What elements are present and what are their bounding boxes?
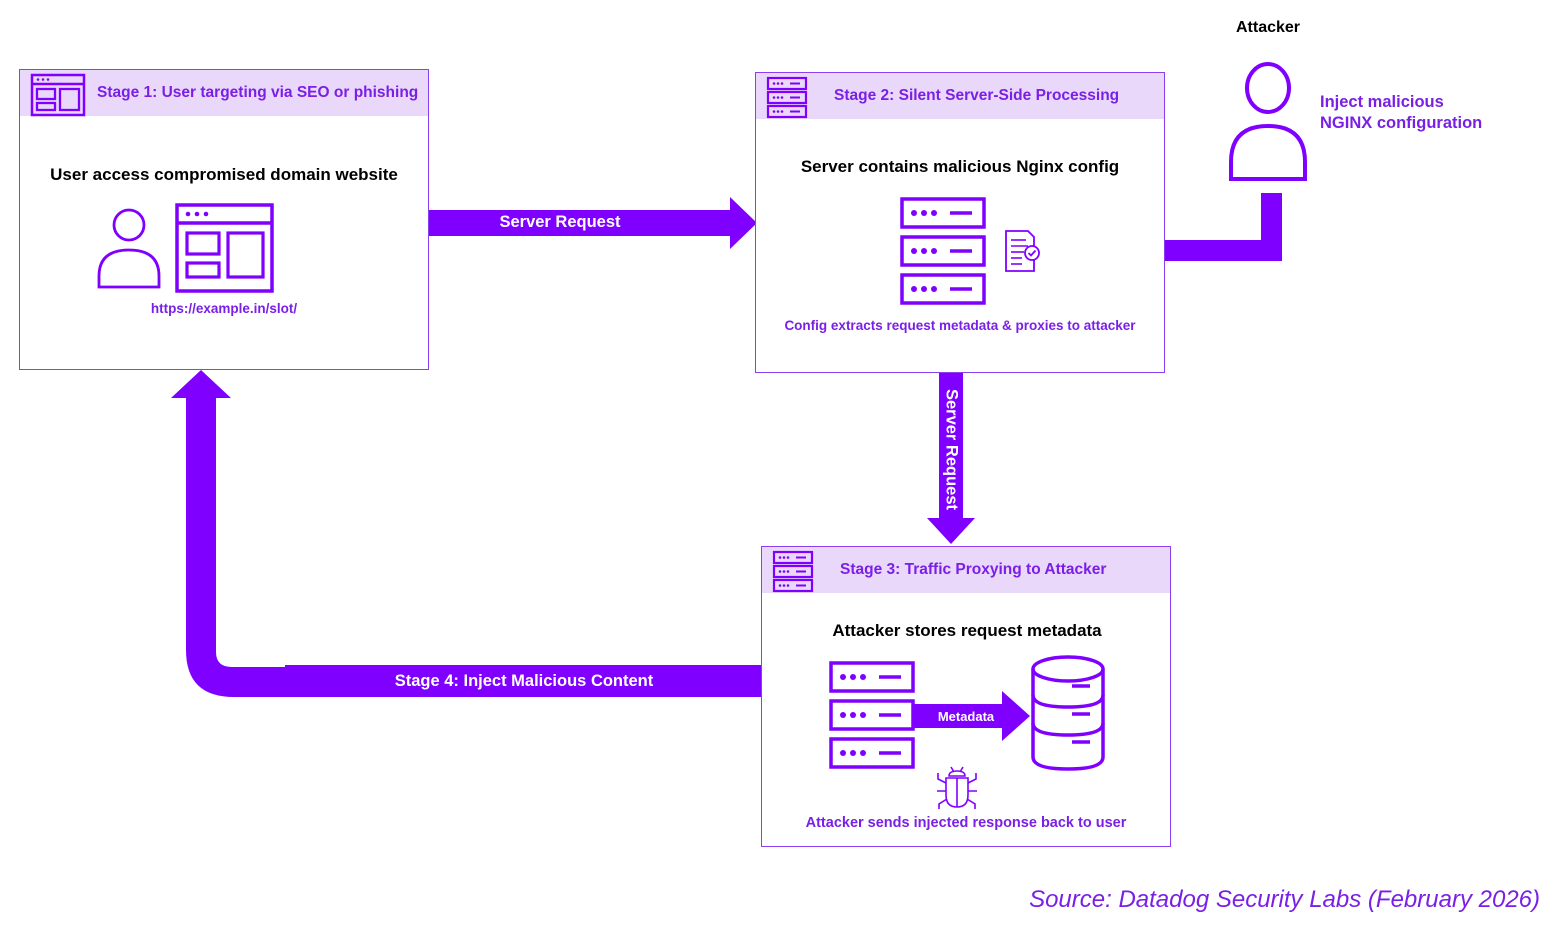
stage2-title: Stage 2: Silent Server-Side Processing	[834, 87, 1120, 104]
server-request-down-arrow	[927, 366, 975, 544]
stage2-caption: Config extracts request metadata & proxi…	[784, 318, 1136, 333]
server-request-arrow	[378, 197, 757, 249]
stage4-label: Stage 4: Inject Malicious Content	[394, 672, 654, 690]
metadata-arrow	[914, 691, 1030, 741]
stage4-return-arrow	[171, 370, 762, 697]
attacker-action-line1: Inject malicious	[1320, 93, 1444, 111]
user-icon	[97, 208, 161, 289]
attacker-server-icon	[829, 661, 915, 769]
server-rack-icon	[772, 550, 814, 593]
stage3-header	[762, 547, 1170, 593]
attacker-user-icon	[1229, 62, 1307, 181]
server-rack-icon	[766, 76, 808, 119]
website-window-icon	[175, 203, 274, 293]
compromised-url: https://example.in/slot/	[150, 301, 298, 316]
metadata-label: Metadata	[937, 709, 995, 724]
attacker-action-line2: NGINX configuration	[1320, 114, 1483, 132]
stage3-caption: Attacker sends injected response back to…	[805, 815, 1127, 831]
stage1-heading: User access compromised domain website	[50, 165, 398, 184]
stage2-box: Stage 2: Silent Server-Side Processing S…	[755, 72, 1165, 373]
bug-icon	[937, 766, 977, 809]
config-document-icon	[1005, 230, 1040, 272]
stage3-heading: Attacker stores request metadata	[832, 621, 1102, 640]
browser-window-icon	[30, 73, 86, 117]
stage3-title: Stage 3: Traffic Proxying to Attacker	[840, 561, 1107, 578]
stage2-header	[756, 73, 1164, 119]
stage1-header	[20, 70, 428, 116]
stage3-box: Stage 3: Traffic Proxying to Attacker At…	[761, 546, 1171, 847]
server-request-vertical-label: Server Request	[942, 388, 961, 511]
stage1-title: Stage 1: User targeting via SEO or phish…	[97, 84, 419, 101]
attacker-title: Attacker	[1235, 19, 1301, 36]
stage1-box: Stage 1: User targeting via SEO or phish…	[19, 69, 429, 370]
source-credit: Source: Datadog Security Labs (February …	[1029, 886, 1540, 913]
database-icon	[1031, 655, 1105, 771]
server-stack-icon	[900, 197, 986, 305]
stage2-heading: Server contains malicious Nginx config	[800, 157, 1120, 176]
server-request-label: Server Request	[499, 213, 621, 231]
